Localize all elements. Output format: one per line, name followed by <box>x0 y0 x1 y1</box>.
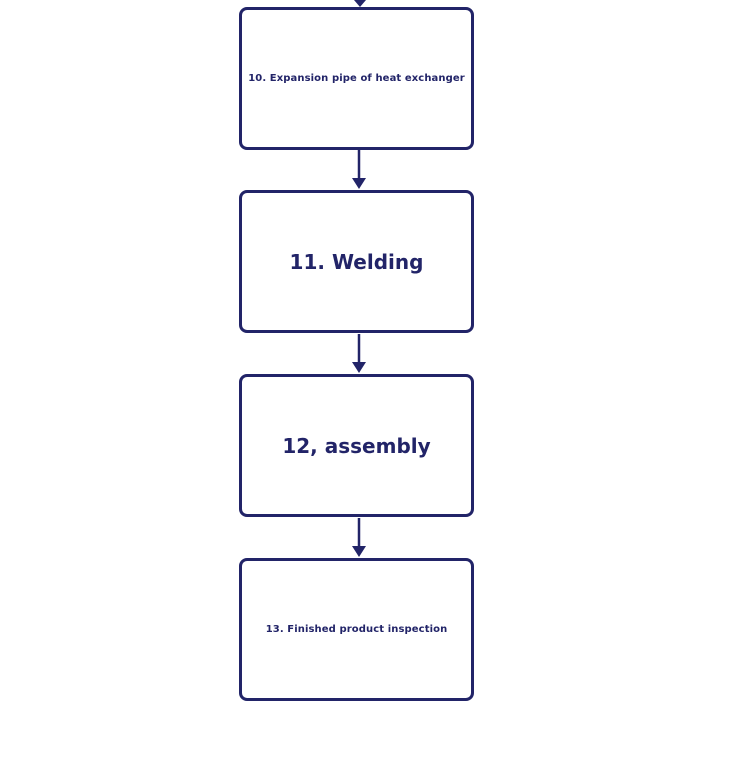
step-12-label: 12, assembly <box>282 433 431 458</box>
step-13-box: 13. Finished product inspection <box>239 558 474 701</box>
step-11-label: 11. Welding <box>289 249 424 274</box>
edge-11-to-12 <box>352 334 366 373</box>
edge-previous-to-10 <box>354 0 366 7</box>
step-11-box: 11. Welding <box>239 190 474 333</box>
step-10-label: 10. Expansion pipe of heat exchanger <box>248 73 465 84</box>
edge-10-to-11 <box>352 150 366 189</box>
step-12-box: 12, assembly <box>239 374 474 517</box>
step-10-box: 10. Expansion pipe of heat exchanger <box>239 7 474 150</box>
edge-12-to-13 <box>352 518 366 557</box>
step-13-label: 13. Finished product inspection <box>265 624 448 635</box>
